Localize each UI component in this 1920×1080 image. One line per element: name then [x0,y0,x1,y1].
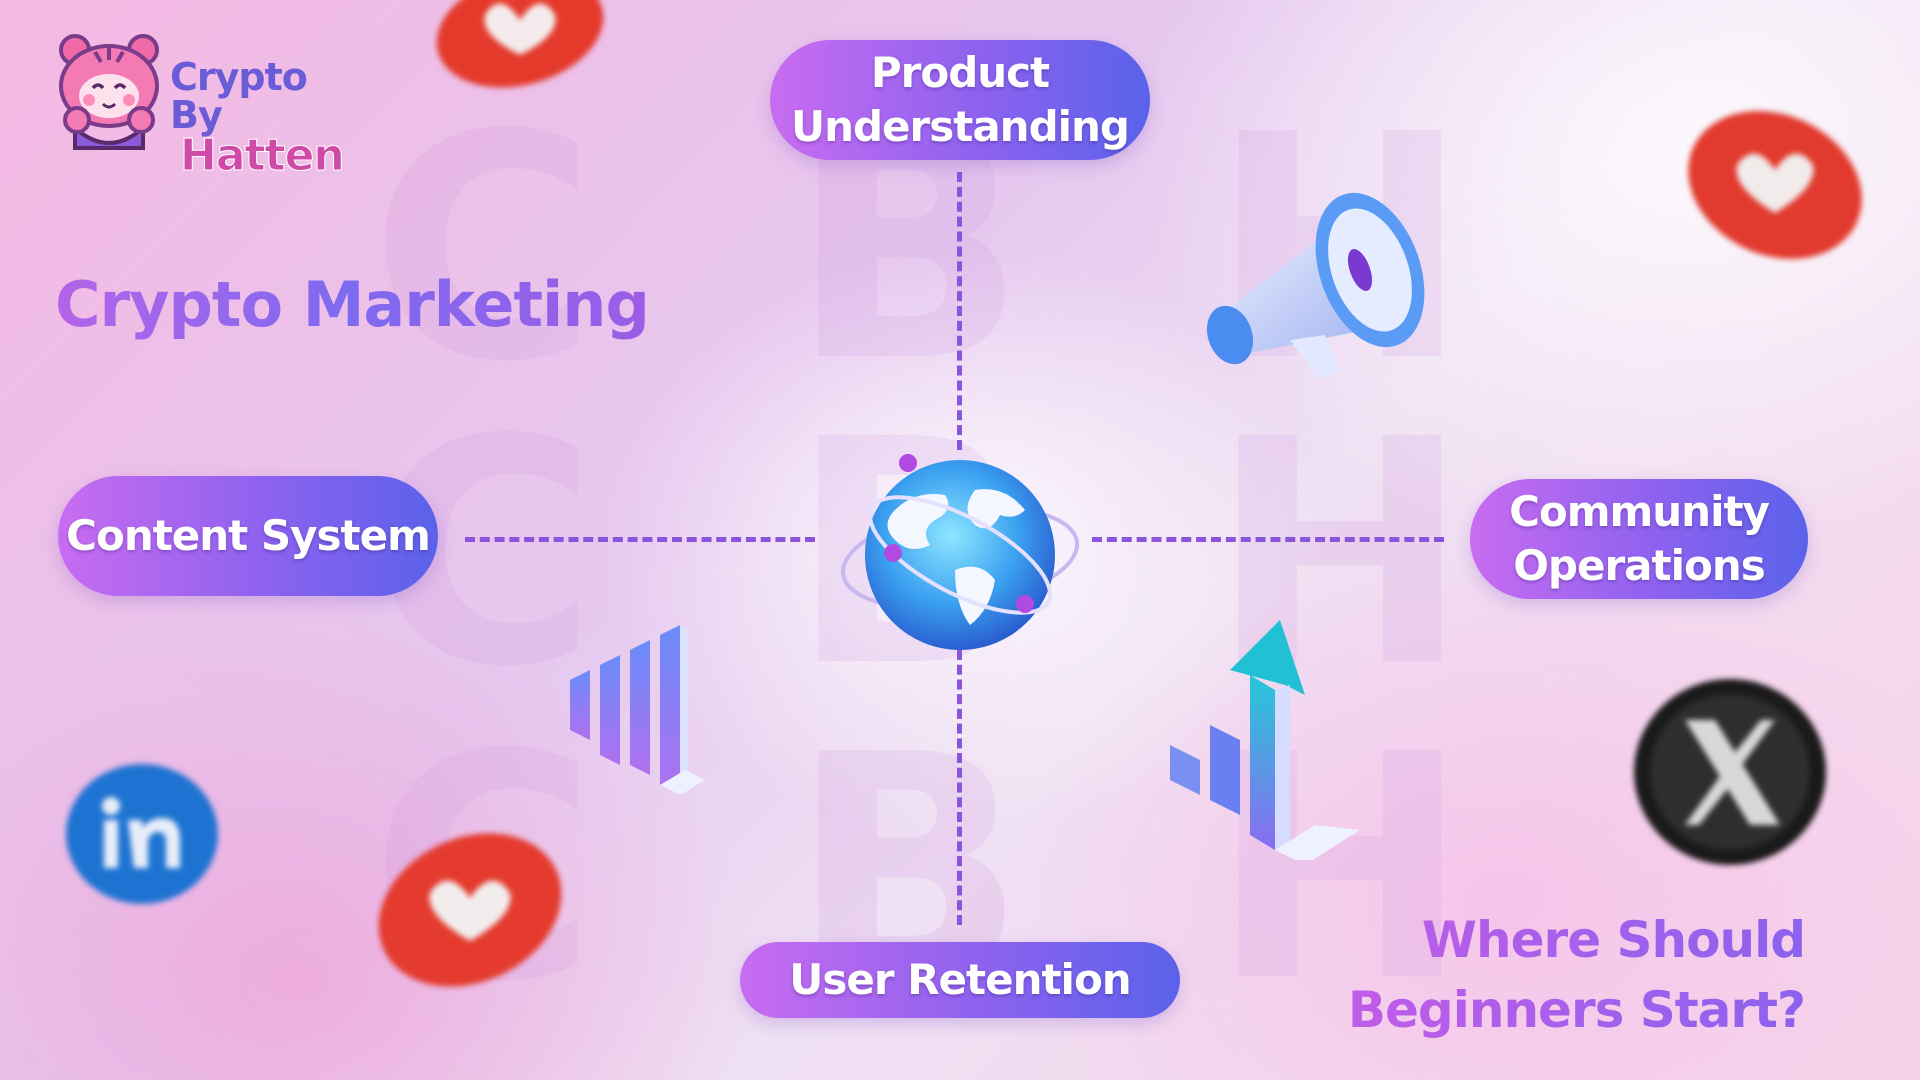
question-text: Where Should Beginners Start? [1348,905,1805,1045]
pill-content-system[interactable]: Content System [58,476,438,596]
heart-icon [436,0,604,88]
growth-arrow-icon [1170,620,1360,860]
tiger-mascot-icon [59,34,159,150]
connector-left [465,537,815,542]
connector-right [1092,537,1444,542]
bar-chart-icon [570,625,705,795]
linkedin-icon[interactable] [62,760,222,908]
question-line-2: Beginners Start? [1347,981,1805,1039]
page-title: Crypto Marketing [55,268,650,341]
pill-top-line-2: Understanding [790,102,1130,151]
x-logo-icon[interactable] [1630,675,1830,870]
heart-icon [378,833,562,987]
pill-right-line-1: Community [1509,487,1770,536]
pill-right-line-2: Operations [1513,541,1766,590]
pill-product-understanding[interactable]: Product Understanding [770,40,1150,160]
globe-icon [840,454,1080,650]
heart-icon [1688,111,1862,259]
connector-bottom [957,650,962,925]
pill-left-label: Content System [66,511,431,560]
pill-community-operations[interactable]: Community Operations [1470,479,1808,599]
question-line-1: Where Should [1421,911,1805,969]
pill-bottom-label: User Retention [789,955,1131,1004]
logo-line-2: Hatten [180,130,346,181]
brand-logo[interactable]: Crypto By Hatten [55,28,345,178]
pill-top-line-1: Product [870,48,1050,97]
logo-line-1: Crypto By [170,55,308,137]
connector-top [957,172,962,450]
watermark-c-1: C [370,69,598,430]
pill-user-retention[interactable]: User Retention [740,942,1180,1018]
megaphone-icon [1206,192,1425,380]
